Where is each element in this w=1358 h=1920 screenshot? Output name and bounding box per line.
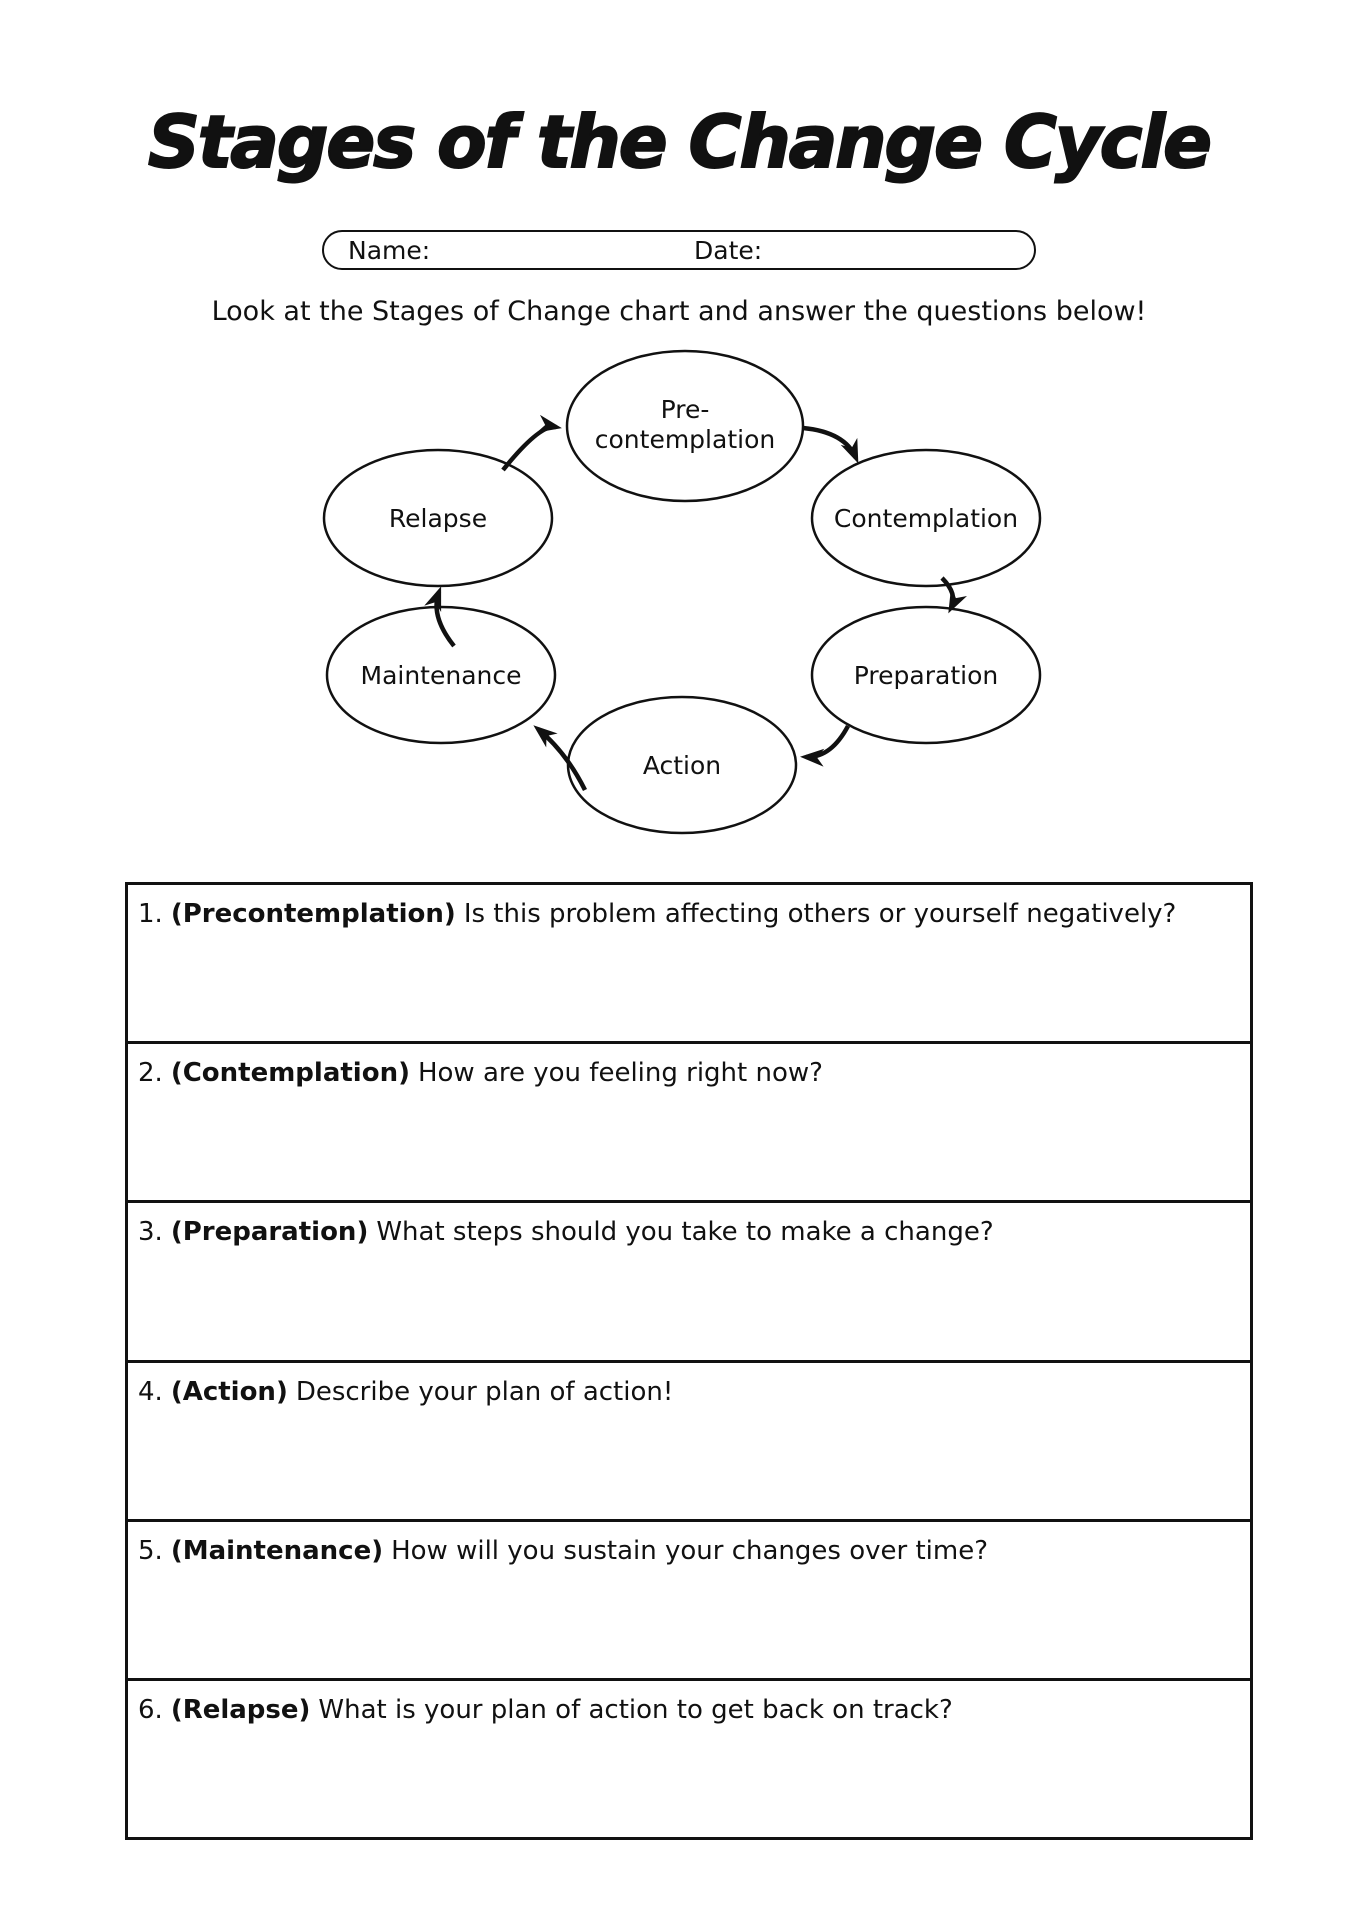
question-stage: (Maintenance) <box>170 1535 384 1566</box>
stage-label-action: Action <box>643 751 721 780</box>
answer-area-2[interactable] <box>138 1091 1238 1200</box>
question-number: 2. <box>138 1058 163 1089</box>
stage-label-relapse: Relapse <box>389 504 487 533</box>
name-date-box: Name: Date: <box>322 230 1036 270</box>
stage-label-contemplation: Contemplation <box>834 504 1018 533</box>
question-stage: (Precontemplation) <box>170 899 456 929</box>
question-line: 5.(Maintenance)How will you sustain your… <box>138 1534 1238 1569</box>
stage-label-maintenance: Maintenance <box>361 661 522 690</box>
question-number: 3. <box>138 1217 163 1248</box>
questions-table: 1.(Precontemplation)Is this problem affe… <box>125 882 1253 1840</box>
arrow-preparation-to-action <box>800 724 850 767</box>
question-row-2: 2.(Contemplation)How are you feeling rig… <box>128 1044 1250 1204</box>
instruction-text: Look at the Stages of Change chart and a… <box>211 296 1147 327</box>
question-text: Describe your plan of action! <box>295 1376 674 1407</box>
answer-area-1[interactable] <box>138 932 1238 1041</box>
question-text: Is this problem affecting others or your… <box>463 899 1177 929</box>
stage-ellipse-preparation <box>810 605 1042 745</box>
question-text: How are you feeling right now? <box>417 1058 823 1089</box>
question-line: 3.(Preparation)What steps should you tak… <box>138 1215 1238 1250</box>
question-row-1: 1.(Precontemplation)Is this problem affe… <box>128 885 1250 1045</box>
arrow-contemplation-to-preparation <box>940 576 968 614</box>
stage-label-precontemplation-line1: Pre- <box>661 395 710 424</box>
answer-area-4[interactable] <box>138 1410 1238 1519</box>
name-field[interactable] <box>430 232 694 268</box>
stages-of-change-diagram: Pre- contemplation Contemplation Prepara… <box>322 349 1042 835</box>
question-row-5: 5.(Maintenance)How will you sustain your… <box>128 1522 1250 1681</box>
question-number: 4. <box>138 1376 163 1407</box>
page-title: Stages of the Change Cycle <box>147 99 1213 185</box>
question-stage: (Relapse) <box>170 1694 311 1725</box>
answer-area-6[interactable] <box>138 1728 1238 1837</box>
date-field[interactable] <box>762 232 1026 268</box>
date-label: Date: <box>694 235 763 265</box>
arrow-maintenance-to-relapse <box>424 586 456 648</box>
arrow-action-to-maintenance <box>533 725 588 792</box>
question-row-3: 3.(Preparation)What steps should you tak… <box>128 1203 1250 1363</box>
question-line: 4.(Action)Describe your plan of action! <box>138 1375 1238 1410</box>
question-text: What is your plan of action to get back … <box>318 1694 953 1725</box>
question-stage: (Action) <box>170 1376 288 1407</box>
question-number: 1. <box>138 899 163 929</box>
question-row-6: 6.(Relapse)What is your plan of action t… <box>128 1681 1250 1837</box>
question-line: 6.(Relapse)What is your plan of action t… <box>138 1693 1238 1728</box>
question-stage: (Preparation) <box>170 1217 369 1248</box>
arrow-precontemplation-to-contemplation <box>802 425 859 464</box>
stage-ellipse-contemplation <box>810 448 1042 588</box>
question-number: 5. <box>138 1535 163 1566</box>
question-text: What steps should you take to make a cha… <box>376 1217 994 1248</box>
question-number: 6. <box>138 1694 163 1725</box>
name-label: Name: <box>348 235 431 265</box>
stage-ellipse-precontemplation <box>565 349 805 503</box>
question-text: How will you sustain your changes over t… <box>391 1535 988 1566</box>
stage-ellipse-relapse <box>322 448 554 588</box>
question-row-4: 4.(Action)Describe your plan of action! <box>128 1363 1250 1522</box>
answer-area-3[interactable] <box>138 1250 1238 1359</box>
stage-label-preparation: Preparation <box>854 661 998 690</box>
question-stage: (Contemplation) <box>170 1058 410 1089</box>
arrow-relapse-to-precontemplation <box>501 414 562 472</box>
answer-area-5[interactable] <box>138 1569 1238 1678</box>
question-line: 2.(Contemplation)How are you feeling rig… <box>138 1056 1238 1091</box>
question-line: 1.(Precontemplation)Is this problem affe… <box>138 897 1238 932</box>
stage-label-precontemplation-line2: contemplation <box>595 425 775 454</box>
